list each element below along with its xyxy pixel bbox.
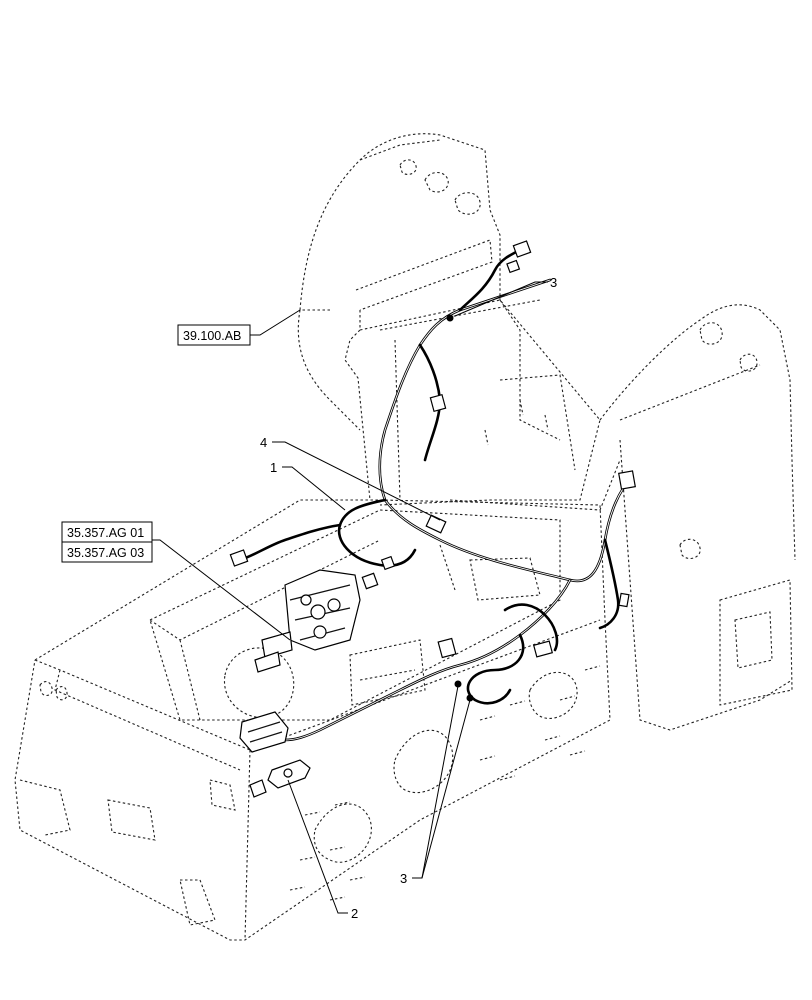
valve-reference-text-2: 35.357.AG 03 bbox=[67, 546, 144, 560]
frame-reference-text: 39.100.AB bbox=[183, 329, 241, 343]
valve-reference-link-2[interactable]: 35.357.AG 03 bbox=[61, 541, 153, 563]
tank-outline bbox=[224, 647, 295, 719]
leader-lines bbox=[152, 281, 548, 914]
callout-2: 2 bbox=[351, 906, 358, 921]
callout-labels: 3 4 1 2 3 bbox=[260, 275, 557, 921]
frame-reference-link[interactable]: 39.100.AB bbox=[177, 324, 251, 346]
callout-1: 1 bbox=[270, 460, 277, 475]
harness-connectors bbox=[229, 240, 636, 798]
chassis-floor bbox=[149, 509, 561, 721]
rear-crossmember bbox=[359, 299, 621, 511]
callout-3-bottom: 3 bbox=[400, 871, 407, 886]
valve-reference-text-1: 35.357.AG 01 bbox=[67, 526, 144, 540]
reference-boxes: 39.100.AB 35.357.AG 01 35.357.AG 03 bbox=[61, 324, 251, 563]
valve-reference-link-1[interactable]: 35.357.AG 01 bbox=[61, 521, 153, 543]
chassis-body bbox=[14, 499, 611, 941]
callout-3-top: 3 bbox=[550, 275, 557, 290]
left-upright-tower bbox=[297, 133, 561, 501]
right-upright-tower bbox=[599, 304, 796, 731]
loader-frame bbox=[14, 133, 796, 941]
control-valve-block bbox=[254, 569, 361, 673]
wiring-harness bbox=[238, 248, 632, 742]
callout-4: 4 bbox=[260, 435, 267, 450]
